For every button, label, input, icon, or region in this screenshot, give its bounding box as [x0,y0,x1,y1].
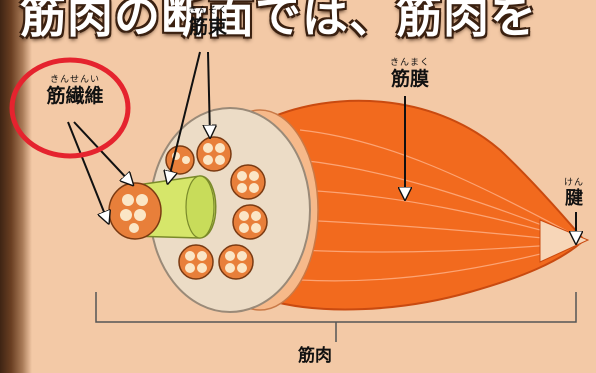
fascicle-bundle [197,137,231,171]
label-fiber: きんせんい 筋繊維 [30,75,120,107]
label-fiber-ruby: きんせんい [30,75,120,85]
fascicle-bundle [179,245,213,279]
fascicle-bundle [233,205,267,239]
label-membrane-text: 筋膜 [370,68,450,90]
label-fiber-text: 筋繊維 [30,85,120,107]
label-fascicle: きんそく 筋束 [178,6,238,38]
label-muscle-text: 筋肉 [270,345,360,367]
fascicle-bundle [231,165,265,199]
label-tendon-text: 腱 [558,188,590,210]
label-membrane-ruby: きんまく [370,58,450,68]
label-tendon-ruby: けん [558,178,590,188]
label-tendon: けん 腱 [558,178,590,210]
slide-headline: 筋肉の断面では、筋肉を [20,0,537,46]
label-muscle: 筋肉 [270,345,360,367]
label-membrane: きんまく 筋膜 [370,58,450,90]
label-fascicle-text: 筋束 [178,16,238,38]
fascicle-bundle [219,245,253,279]
label-fascicle-ruby: きんそく [178,6,238,16]
